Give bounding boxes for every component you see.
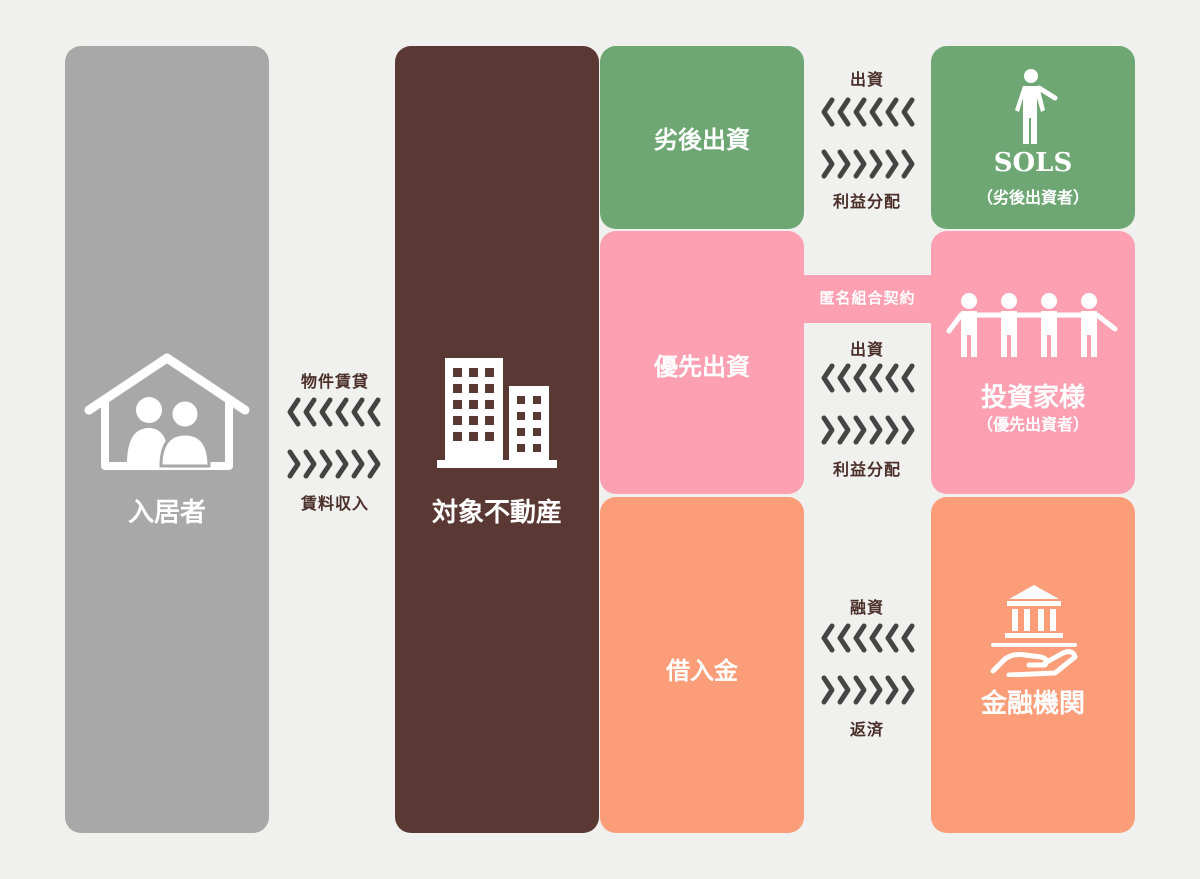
bank-hand-icon: [990, 585, 1078, 677]
tenant-box: 入居者: [65, 46, 269, 833]
people-group-icon: [946, 293, 1118, 357]
investors-name: 投資家様: [980, 383, 1085, 413]
loan-label: 借入金: [666, 656, 738, 685]
right-chevrons-icon: [821, 415, 915, 445]
loan-box: 借入金: [600, 497, 804, 833]
property-label: 対象不動産: [431, 498, 562, 528]
person-icon: [1015, 69, 1058, 144]
rent-flow-top-label: 物件賃貸: [300, 372, 369, 391]
bank-box: 金融機関: [931, 497, 1135, 833]
flow-investors-top-label: 出資: [849, 340, 884, 359]
sols-sub: （劣後出資者）: [976, 188, 1089, 207]
building-icon: [437, 358, 557, 468]
flow-bank-top-label: 融資: [849, 598, 884, 617]
subordinate-label: 劣後出資: [654, 125, 750, 154]
preferred-label: 優先出資: [654, 352, 750, 381]
flow-investors-bottom-label: 利益分配: [832, 460, 901, 479]
left-chevrons-icon: [287, 397, 381, 427]
contract-label: 匿名組合契約: [819, 289, 916, 307]
left-chevrons-icon: [821, 97, 915, 127]
flow-sols-bottom-label: 利益分配: [832, 192, 901, 211]
subordinate-box: 劣後出資: [600, 46, 804, 229]
sols-name: SOLS: [993, 148, 1073, 178]
sols-box: SOLS （劣後出資者）: [931, 46, 1135, 229]
left-chevrons-icon: [821, 363, 915, 393]
left-chevrons-icon: [821, 623, 915, 653]
rent-flow-bottom-label: 賃料収入: [300, 494, 369, 513]
house-people-icon: [84, 353, 250, 470]
property-box: 対象不動産: [395, 46, 599, 833]
right-chevrons-icon: [821, 675, 915, 705]
right-chevrons-icon: [821, 149, 915, 179]
flow-bank-bottom-label: 返済: [849, 720, 884, 739]
contract-band: [804, 275, 931, 323]
preferred-box: 優先出資: [600, 231, 804, 494]
flow-sols-top-label: 出資: [849, 70, 884, 89]
tenant-label: 入居者: [127, 498, 206, 528]
investors-sub: （優先出資者）: [976, 415, 1089, 434]
investors-box: 投資家様 （優先出資者）: [931, 231, 1135, 494]
bank-name: 金融機関: [980, 689, 1085, 719]
right-chevrons-icon: [287, 449, 381, 479]
